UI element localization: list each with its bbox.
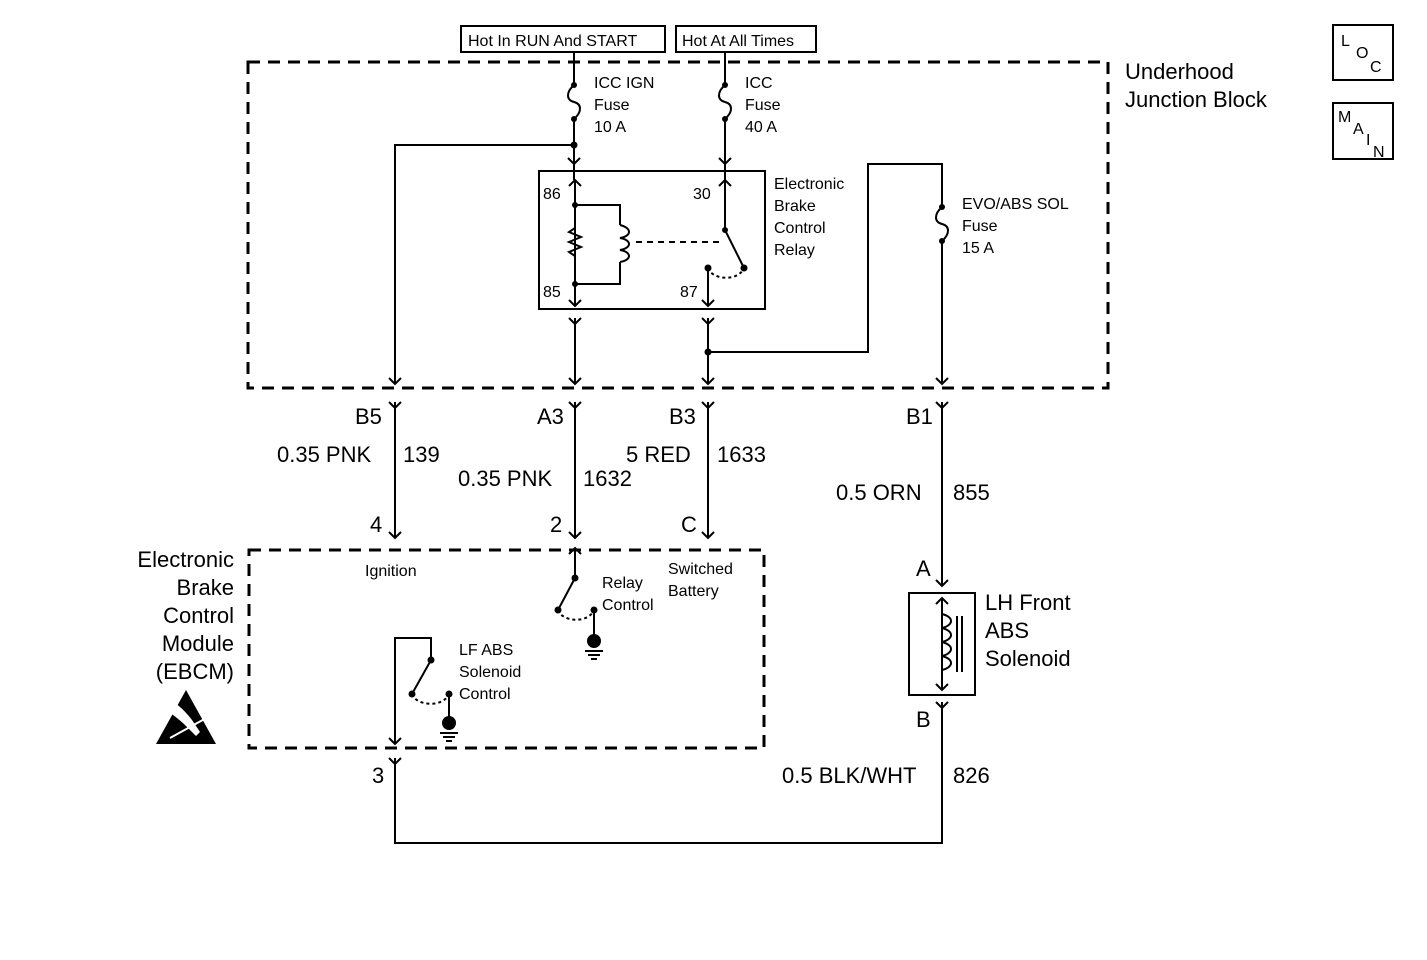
connector-b1: B1 <box>906 404 933 429</box>
loc-letter-l: L <box>1341 33 1350 50</box>
evo-abs-sol-fuse <box>935 204 949 386</box>
wire-1633-circuit: 1633 <box>717 442 766 467</box>
relay-control-switch <box>554 546 603 660</box>
hot-in-run-start-box: Hot In RUN And START <box>460 25 666 53</box>
ebcm-title-3: Control <box>163 603 234 628</box>
ebcm-outline <box>247 548 766 750</box>
wire-139-gauge-color: 0.35 PNK <box>277 442 371 467</box>
wire-855-circuit: 855 <box>953 480 990 505</box>
main-letter-a: A <box>1353 121 1364 138</box>
main-letter-i: I <box>1366 132 1370 149</box>
icc-fuse <box>718 52 732 180</box>
underhood-junction-block-outline <box>246 60 1110 390</box>
wire-1632-gauge-color: 0.35 PNK <box>458 466 552 491</box>
wire-icc-ign-to-b5 <box>394 144 574 384</box>
hot-in-run-start-label: Hot In RUN And START <box>468 33 637 50</box>
relay-label-1: Electronic <box>774 176 844 193</box>
wire-to-evo-abs-fuse <box>708 163 943 353</box>
wire-826-circuit: 826 <box>953 763 990 788</box>
relay-pin-85: 85 <box>543 284 561 301</box>
wire-1633-gauge-color: 5 RED <box>626 442 691 467</box>
ebcm-title-1: Electronic <box>137 547 234 572</box>
ebcm-lf-abs-label-3: Control <box>459 686 511 703</box>
icc-ign-fuse <box>567 52 581 180</box>
ebcm-lf-abs-label-1: LF ABS <box>459 642 513 659</box>
ebcm-switched-battery-label-1: Switched <box>668 561 733 578</box>
ebcm-relay-control-label-1: Relay <box>602 575 643 592</box>
icc-ign-fuse-word: Fuse <box>594 97 630 114</box>
ebcm-title-2: Brake <box>177 575 234 600</box>
hot-at-all-times-box: Hot At All Times <box>675 25 817 53</box>
ebcm-pin-2: 2 <box>550 512 562 537</box>
wire-855-gauge-color: 0.5 ORN <box>836 480 922 505</box>
evo-abs-fuse-word: Fuse <box>962 218 998 235</box>
wire-139 <box>388 401 402 540</box>
ebcm-pin-c: C <box>681 512 697 537</box>
icc-fuse-rating: 40 A <box>745 119 777 136</box>
relay-label-2: Brake <box>774 198 816 215</box>
icc-fuse-name: ICC <box>745 75 773 92</box>
wire-139-circuit: 139 <box>403 442 440 467</box>
wire-1633 <box>701 401 715 540</box>
relay-switch <box>701 178 748 308</box>
lh-front-abs-solenoid-box <box>908 592 976 696</box>
solenoid-label-1: LH Front <box>985 590 1071 615</box>
solenoid-coil <box>935 596 963 692</box>
main-letter-m: M <box>1338 109 1351 126</box>
hot-at-all-times-label: Hot At All Times <box>682 33 794 50</box>
underhood-title-line1: Underhood <box>1125 59 1234 84</box>
wire-1632 <box>568 401 582 540</box>
ebcm-lf-abs-label-2: Solenoid <box>459 664 521 681</box>
ebcm-switched-battery-label-2: Battery <box>668 583 719 600</box>
ebcm-title-5: (EBCM) <box>156 659 234 684</box>
evo-abs-fuse-rating: 15 A <box>962 240 994 257</box>
solenoid-pin-b: B <box>916 707 931 732</box>
wire-1632-circuit: 1632 <box>583 466 632 491</box>
underhood-title-line2: Junction Block <box>1125 87 1268 112</box>
lf-abs-solenoid-control-switch <box>388 637 458 746</box>
wire-826 <box>388 701 949 844</box>
main-letter-n: N <box>1373 144 1385 161</box>
relay-pin-30: 30 <box>693 186 711 203</box>
icc-fuse-word: Fuse <box>745 97 781 114</box>
loc-letter-c: C <box>1370 59 1382 76</box>
solenoid-pin-a: A <box>916 556 931 581</box>
solenoid-label-2: ABS <box>985 618 1029 643</box>
esd-warning-icon <box>156 690 216 744</box>
ebcm-relay-control-label-2: Control <box>602 597 654 614</box>
connector-a3: A3 <box>537 404 564 429</box>
solenoid-label-3: Solenoid <box>985 646 1071 671</box>
relay-label-3: Control <box>774 220 826 237</box>
ebcm-pin-4: 4 <box>370 512 382 537</box>
connector-b3: B3 <box>669 404 696 429</box>
ebcm-title-4: Module <box>162 631 234 656</box>
relay-coil <box>566 178 720 308</box>
main-button[interactable]: M A I N <box>1332 102 1394 161</box>
relay-box <box>538 170 766 310</box>
evo-abs-fuse-name: EVO/ABS SOL <box>962 196 1069 213</box>
relay-label-4: Relay <box>774 242 815 259</box>
loc-button[interactable]: L O C <box>1332 24 1394 81</box>
wire-826-gauge-color: 0.5 BLK/WHT <box>782 763 916 788</box>
loc-letter-o: O <box>1356 45 1368 62</box>
icc-ign-fuse-rating: 10 A <box>594 119 626 136</box>
ebcm-ignition-label: Ignition <box>365 563 417 580</box>
relay-pin-87: 87 <box>680 284 698 301</box>
ebcm-pin-3: 3 <box>372 763 384 788</box>
connector-b5: B5 <box>355 404 382 429</box>
wire-855 <box>935 401 949 588</box>
icc-ign-fuse-name: ICC IGN <box>594 75 654 92</box>
relay-pin-86: 86 <box>543 186 561 203</box>
